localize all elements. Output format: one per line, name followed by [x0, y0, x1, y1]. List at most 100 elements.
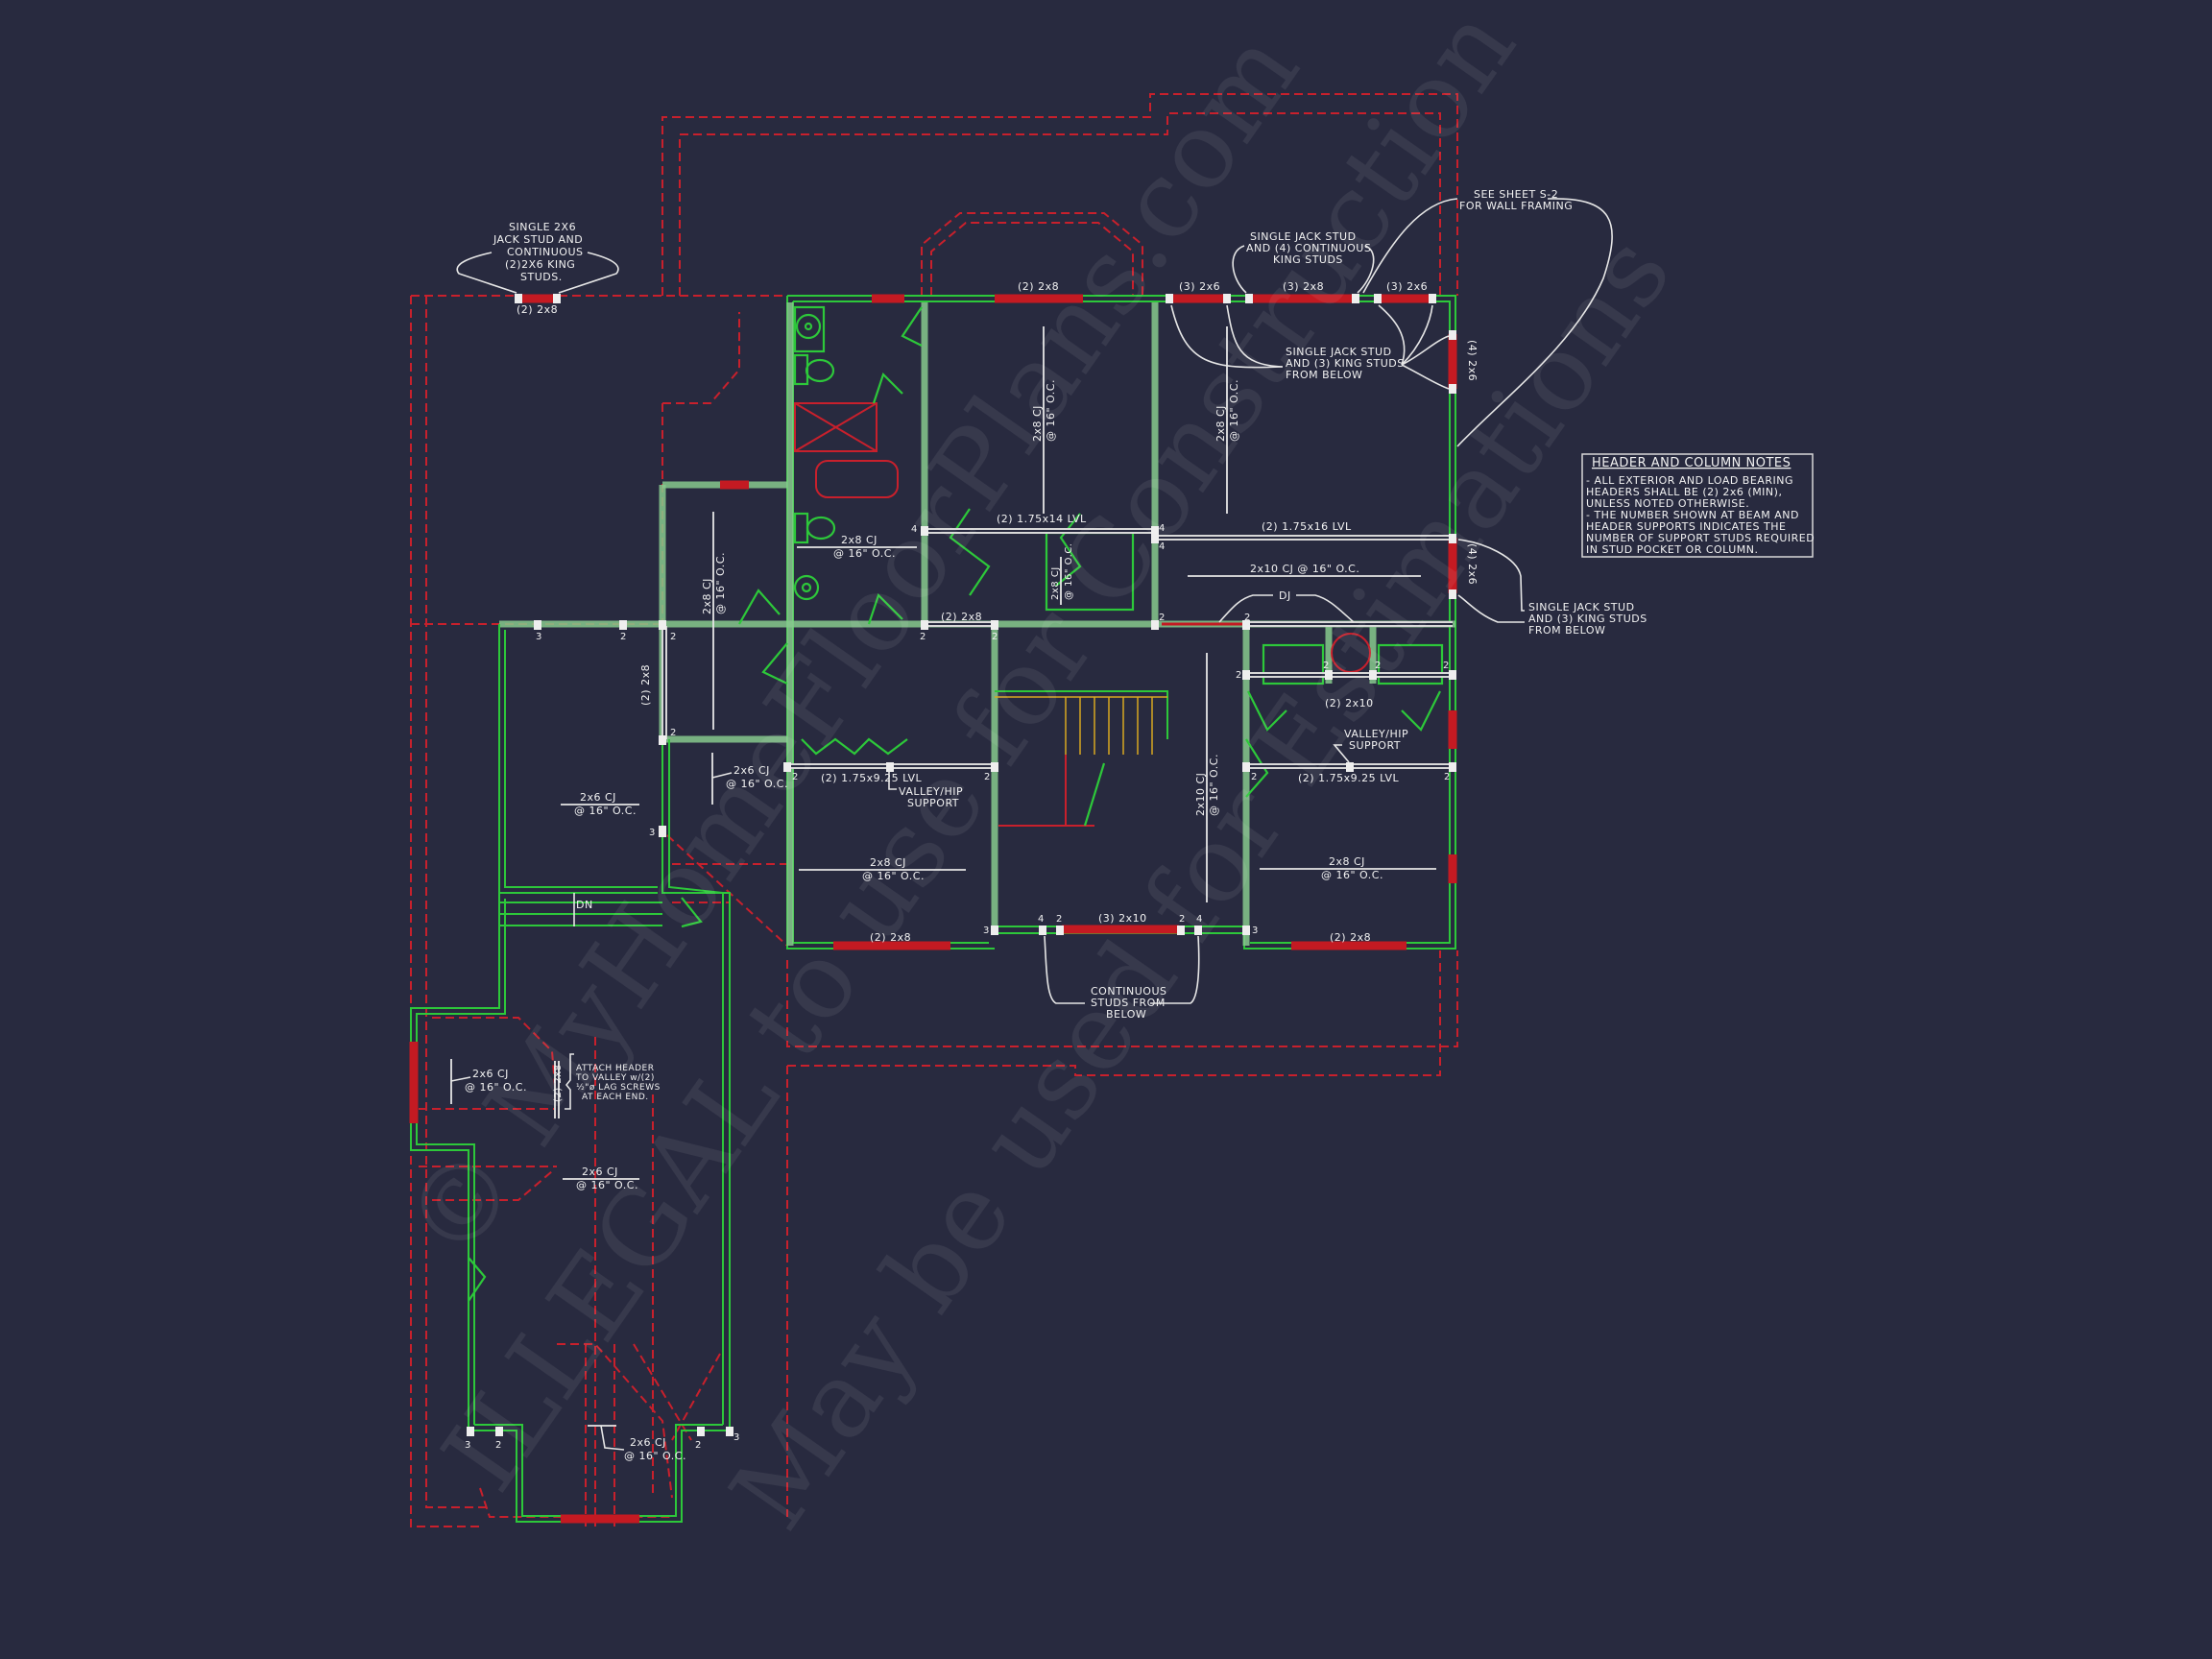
- svg-text:2x8 CJ: 2x8 CJ: [1329, 855, 1365, 868]
- svg-text:2x6 CJ: 2x6 CJ: [733, 764, 770, 777]
- toilet-icon-2: [805, 516, 836, 541]
- svg-text:2x6 CJ: 2x6 CJ: [582, 1166, 618, 1178]
- svg-text:½"ø LAG SCREWS: ½"ø LAG SCREWS: [576, 1083, 661, 1093]
- svg-text:AND (3) KING STUDS: AND (3) KING STUDS: [1286, 357, 1405, 370]
- headers: [409, 294, 1457, 1524]
- roof-outline: [410, 93, 1458, 1527]
- svg-text:@ 16" O.C.: @ 16" O.C.: [1064, 543, 1074, 601]
- svg-text:(2) 1.75x9.25 LVL: (2) 1.75x9.25 LVL: [1298, 772, 1400, 784]
- svg-text:(4) 2x6: (4) 2x6: [1466, 543, 1479, 585]
- header-labels: (2) 2x8 (2) 2x8 (3) 2x6 (3) 2x8 (3) 2x6 …: [517, 280, 1479, 1102]
- svg-text:4: 4: [1038, 914, 1045, 925]
- svg-text:2: 2: [1236, 670, 1242, 681]
- svg-text:2: 2: [1056, 914, 1063, 925]
- svg-text:HEADER SUPPORTS INDICATES THE: HEADER SUPPORTS INDICATES THE: [1586, 520, 1786, 533]
- toilet-tank-2: [793, 512, 809, 544]
- svg-text:(3) 2x10: (3) 2x10: [1098, 912, 1147, 925]
- svg-text:2: 2: [1444, 772, 1451, 782]
- svg-text:2: 2: [1443, 661, 1450, 671]
- svg-text:SINGLE 2X6: SINGLE 2X6: [509, 221, 576, 233]
- callout-dj: DJ: [1218, 589, 1355, 623]
- svg-text:3: 3: [1252, 926, 1259, 936]
- callout-continuous-studs: CONTINUOUS STUDS FROM BELOW: [1044, 935, 1200, 1021]
- svg-text:2: 2: [920, 632, 926, 642]
- sink-cabinet: [793, 305, 826, 353]
- svg-text:(2) 2x8: (2) 2x8: [517, 303, 558, 316]
- svg-text:2: 2: [1323, 661, 1330, 671]
- svg-text:3: 3: [983, 926, 990, 936]
- callout-valley-hip-left: VALLEY/HIP SUPPORT: [888, 770, 963, 809]
- svg-text:- THE NUMBER SHOWN AT BEAM AND: - THE NUMBER SHOWN AT BEAM AND: [1586, 509, 1799, 521]
- svg-text:(2)2X6 KING: (2)2X6 KING: [505, 258, 575, 271]
- svg-text:STUDS.: STUDS.: [520, 271, 563, 283]
- svg-text:(2) 1.75x14 LVL: (2) 1.75x14 LVL: [997, 513, 1087, 525]
- svg-text:@ 16" O.C.: @ 16" O.C.: [862, 870, 925, 882]
- svg-text:2: 2: [620, 632, 627, 642]
- callout-see-sheet: SEE SHEET S-2 FOR WALL FRAMING: [1362, 188, 1613, 447]
- svg-text:2x8 CJ: 2x8 CJ: [1031, 405, 1044, 442]
- svg-text:(2) 2x8: (2) 2x8: [1018, 280, 1059, 293]
- svg-text:@ 16" O.C.: @ 16" O.C.: [833, 547, 896, 560]
- header-column-notes: HEADER AND COLUMN NOTES - ALL EXTERIOR A…: [1581, 453, 1815, 558]
- sink-icon: [795, 313, 822, 340]
- svg-text:(3) 2x8: (3) 2x8: [1283, 280, 1324, 293]
- svg-text:2: 2: [1375, 661, 1382, 671]
- svg-text:AND (4) CONTINUOUS: AND (4) CONTINUOUS: [1246, 242, 1371, 254]
- svg-text:(2) 1.75x9.25 LVL: (2) 1.75x9.25 LVL: [821, 772, 923, 784]
- stair-icon: [998, 697, 1153, 827]
- svg-text:HEADERS SHALL BE (2) 2x6 (MIN): HEADERS SHALL BE (2) 2x6 (MIN),: [1586, 486, 1782, 498]
- svg-text:VALLEY/HIP: VALLEY/HIP: [899, 785, 963, 798]
- svg-text:AND (3) KING STUDS: AND (3) KING STUDS: [1528, 613, 1647, 625]
- svg-text:2: 2: [984, 772, 991, 782]
- bathtub-icon: [815, 460, 899, 498]
- svg-text:@ 16" O.C.: @ 16" O.C.: [726, 778, 788, 790]
- svg-text:2: 2: [1159, 613, 1166, 623]
- callout-left-top: SINGLE 2X6 JACK STUD AND CONTINUOUS (2)2…: [456, 221, 619, 294]
- svg-text:2: 2: [1244, 613, 1251, 623]
- svg-text:4: 4: [1159, 541, 1166, 552]
- svg-text:FROM BELOW: FROM BELOW: [1286, 369, 1362, 381]
- svg-text:2x10 CJ @ 16" O.C.: 2x10 CJ @ 16" O.C.: [1250, 563, 1359, 575]
- svg-text:(4) 2x6: (4) 2x6: [1466, 340, 1479, 381]
- svg-text:BELOW: BELOW: [1106, 1008, 1146, 1021]
- svg-text:© MyHomeFloorPlans.com: © MyHomeFloorPlans.com: [380, 10, 1322, 1282]
- svg-text:(2) 1.75x16 LVL: (2) 1.75x16 LVL: [1262, 520, 1352, 533]
- svg-text:AT EACH END.: AT EACH END.: [582, 1093, 649, 1102]
- svg-text:2x8 CJ: 2x8 CJ: [870, 856, 906, 869]
- svg-text:KING STUDS: KING STUDS: [1273, 253, 1343, 266]
- svg-text:SINGLE JACK STUD: SINGLE JACK STUD: [1528, 601, 1635, 613]
- svg-text:2: 2: [1179, 914, 1186, 925]
- callout-attach-header: ATTACH HEADER TO VALLEY w/(2) ½"ø LAG SC…: [565, 1053, 661, 1110]
- door-swing: [901, 306, 923, 347]
- door-swing: [867, 592, 903, 625]
- svg-text:@ 16" O.C.: @ 16" O.C.: [714, 552, 727, 614]
- svg-text:@ 16" O.C.: @ 16" O.C.: [465, 1081, 527, 1094]
- closet-bifold: [801, 737, 908, 756]
- svg-text:@ 16" O.C.: @ 16" O.C.: [1208, 754, 1220, 816]
- svg-text:IN STUD POCKET OR COLUMN.: IN STUD POCKET OR COLUMN.: [1586, 543, 1759, 556]
- callout-valley-hip-right: VALLEY/HIP SUPPORT: [1333, 728, 1408, 763]
- svg-text:NUMBER OF SUPPORT STUDS REQUIR: NUMBER OF SUPPORT STUDS REQUIRED: [1586, 532, 1815, 544]
- closet-doors: [949, 508, 991, 596]
- svg-text:SINGLE JACK STUD: SINGLE JACK STUD: [1250, 230, 1357, 243]
- closet-doors: [1055, 513, 1082, 587]
- svg-text:@ 16" O.C.: @ 16" O.C.: [1045, 379, 1057, 442]
- svg-text:FROM BELOW: FROM BELOW: [1528, 624, 1605, 637]
- sink-icon-2: [793, 574, 820, 601]
- svg-text:4: 4: [1196, 914, 1203, 925]
- callout-jack-three-king-top: SINGLE JACK STUD AND (3) KING STUDS FROM…: [1170, 304, 1450, 390]
- svg-text:3: 3: [733, 1432, 740, 1443]
- svg-text:CONTINUOUS: CONTINUOUS: [1091, 985, 1167, 998]
- svg-text:2: 2: [992, 632, 998, 642]
- svg-text:@ 16" O.C.: @ 16" O.C.: [1228, 379, 1240, 442]
- svg-text:2x10 CJ: 2x10 CJ: [1194, 773, 1207, 816]
- svg-text:UNLESS NOTED OTHERWISE.: UNLESS NOTED OTHERWISE.: [1586, 497, 1749, 510]
- svg-text:SEE SHEET S-2: SEE SHEET S-2: [1474, 188, 1558, 201]
- svg-text:FOR WALL FRAMING: FOR WALL FRAMING: [1459, 200, 1573, 212]
- door-swing: [738, 589, 781, 625]
- svg-text:2x8 CJ: 2x8 CJ: [701, 578, 713, 614]
- svg-text:(2) 2x8: (2) 2x8: [553, 1065, 564, 1103]
- callout-jack-four-king: SINGLE JACK STUD AND (4) CONTINUOUS KING…: [1232, 230, 1375, 294]
- svg-text:(3) 2x6: (3) 2x6: [1179, 280, 1220, 293]
- svg-text:2x8 CJ: 2x8 CJ: [841, 534, 878, 546]
